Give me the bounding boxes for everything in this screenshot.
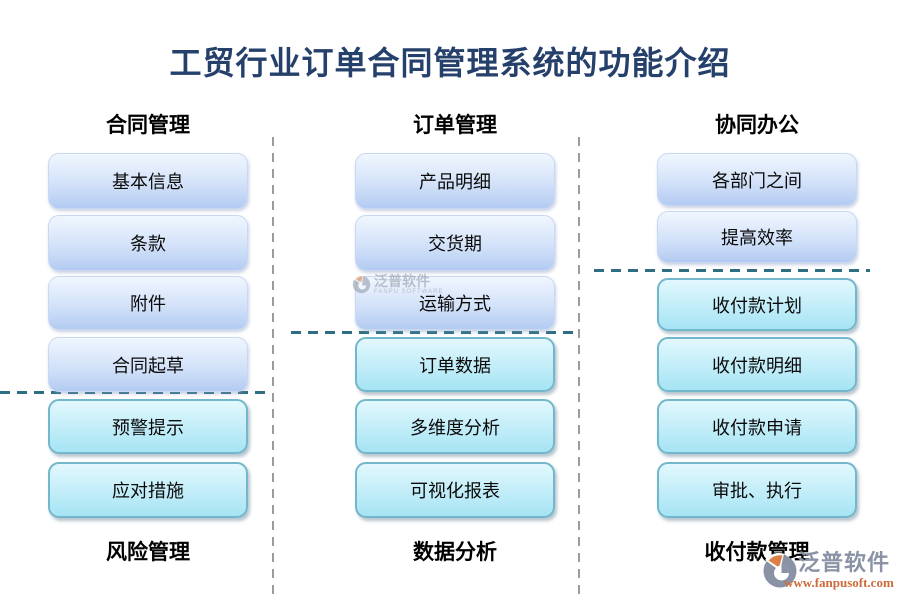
vertical-dashed-separator-1: [272, 137, 274, 600]
fanpu-watermark-icon: [352, 275, 371, 294]
fanpu-logo-icon: [763, 553, 797, 588]
vertical-dashed-separator-2: [578, 137, 580, 600]
feature-payment-plan: 收付款计划: [657, 278, 857, 331]
feature-improve-efficiency: 提高效率: [657, 211, 857, 263]
feature-terms: 条款: [48, 215, 248, 271]
column-contract-management: 合同管理 基本信息 条款 附件 合同起草 预警提示 应对措施 风险管理: [48, 0, 248, 600]
feature-contract-draft: 合同起草: [48, 337, 248, 392]
feature-inter-department: 各部门之间: [657, 153, 857, 206]
horizontal-dashed-separator-order: [291, 331, 573, 334]
page-title: 工贸行业订单合同管理系统的功能介绍: [169, 45, 731, 81]
watermark-brand-text: 泛普软件: [374, 273, 430, 289]
fanpu-brand-text: 泛普软件: [798, 550, 891, 575]
watermark: 泛普软件 FANPU SOFTWARE: [352, 274, 443, 295]
column-collaborative-office: 协同办公 各部门之间 提高效率 收付款计划 收付款明细 收付款申请 审批、执行 …: [657, 0, 857, 600]
feature-visual-report: 可视化报表: [355, 462, 555, 518]
column-top-label-order: 订单管理: [413, 114, 497, 137]
feature-payment-detail: 收付款明细: [657, 337, 857, 392]
feature-order-data: 订单数据: [355, 337, 555, 392]
feature-shipping-method: 运输方式: [355, 276, 555, 330]
fanpu-url-text: www.fanpusoft.com: [784, 575, 894, 590]
column-bottom-label-risk: 风险管理: [106, 541, 190, 564]
fanpu-logo: 泛普软件 www.fanpusoft.com: [762, 551, 894, 589]
feature-payment-request: 收付款申请: [657, 399, 857, 454]
watermark-sub-text: FANPU SOFTWARE: [374, 289, 444, 295]
feature-delivery-date: 交货期: [355, 215, 555, 271]
column-top-label-contract: 合同管理: [106, 114, 190, 137]
feature-countermeasures: 应对措施: [48, 462, 248, 518]
feature-warning-alert: 预警提示: [48, 399, 248, 454]
column-order-management: 订单管理 产品明细 交货期 运输方式 订单数据 多维度分析 可视化报表 数据分析: [355, 0, 555, 600]
column-bottom-label-data-analysis: 数据分析: [413, 541, 497, 564]
horizontal-dashed-separator-contract: [0, 391, 269, 394]
feature-attachments: 附件: [48, 276, 248, 330]
feature-approval-execution: 审批、执行: [657, 462, 857, 518]
feature-multidimensional-analysis: 多维度分析: [355, 399, 555, 454]
horizontal-dashed-separator-collab: [594, 269, 870, 272]
feature-product-detail: 产品明细: [355, 153, 555, 209]
feature-basic-info: 基本信息: [48, 153, 248, 209]
column-top-label-collab: 协同办公: [715, 114, 799, 137]
